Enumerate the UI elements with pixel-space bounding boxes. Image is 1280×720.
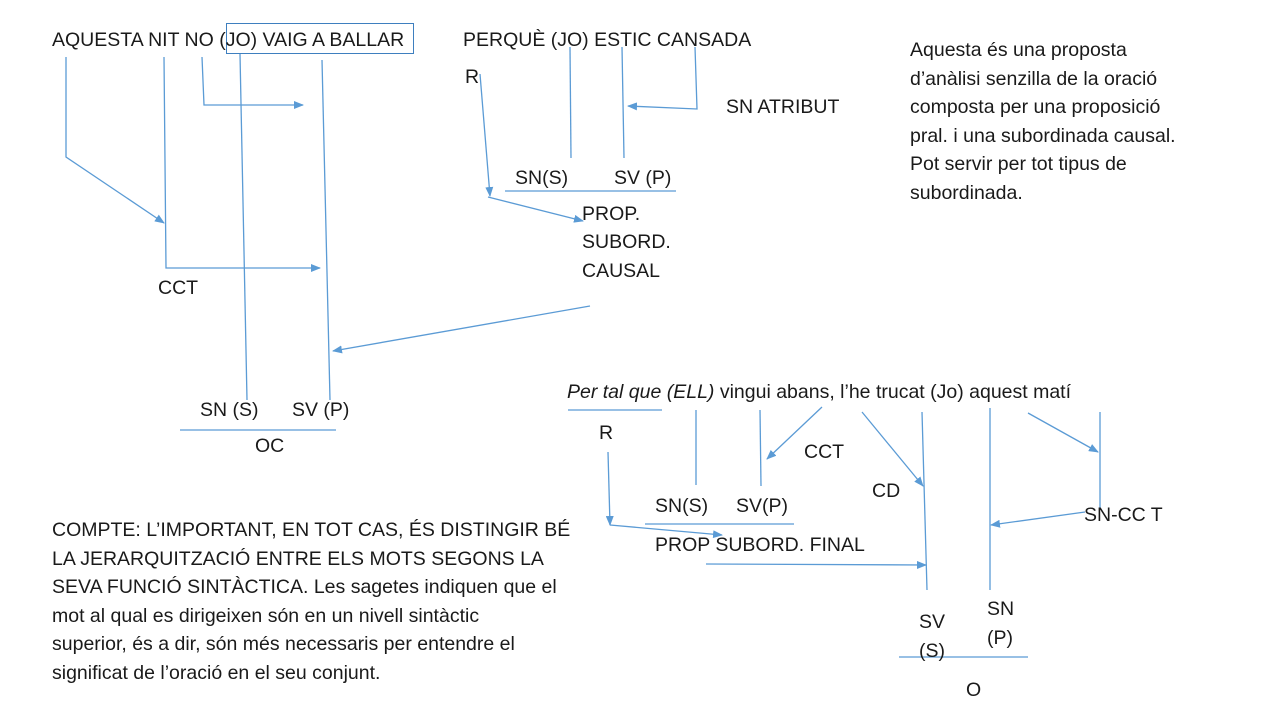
sn-cc-t-label: SN-CC T xyxy=(1084,504,1163,526)
relative-marker-2: R xyxy=(599,422,614,444)
lhe-arrow xyxy=(861,411,924,487)
r-to-prop-arrow xyxy=(487,196,584,223)
cct-label-2: CCT xyxy=(804,441,845,463)
description-line: pral. i una subordinada causal. xyxy=(910,124,1176,147)
vingui-line xyxy=(759,409,762,487)
subord-to-main-arrow xyxy=(332,305,591,354)
trucat-line xyxy=(921,411,928,591)
sentence2: Per tal que (ELL) vingui abans, l’he tru… xyxy=(567,381,1072,403)
prop-subord-line3: CAUSAL xyxy=(582,260,661,282)
prop-subord-line1: PROP. xyxy=(582,203,641,225)
main2-sv-sub: (S) xyxy=(919,640,945,662)
sentence2-rest: vingui abans, l’he trucat (Jo) aquest ma… xyxy=(714,381,1072,403)
sub2-sv-label: SV(P) xyxy=(736,495,789,517)
r2-arrow xyxy=(605,451,614,526)
sn-atribut-label: SN ATRIBUT xyxy=(726,96,840,118)
relative-marker: R xyxy=(465,66,480,88)
main-sn-label: SN (S) xyxy=(200,399,259,421)
nit-arrow xyxy=(163,56,321,272)
prop-subord-line2: SUBORD. xyxy=(582,231,671,253)
final-to-main-arrow xyxy=(705,560,927,569)
cansada-arrow xyxy=(627,46,698,111)
sentence2-italic: Per tal que (ELL) xyxy=(567,381,715,403)
sentence1-main-clause: AQUESTA NIT NO (JO) VAIG A BALLAR xyxy=(52,29,405,51)
aquest-arrow xyxy=(1027,412,1099,453)
jo-line xyxy=(239,53,248,401)
description-line: subordinada. xyxy=(910,181,1023,204)
prop-subord-final-label: PROP SUBORD. FINAL xyxy=(655,534,865,556)
cct-label: CCT xyxy=(158,277,199,299)
main2-sn-label: SN xyxy=(987,598,1015,620)
no-arrow xyxy=(201,56,304,109)
estic-line xyxy=(621,46,625,159)
compte-line: LA JERARQUITZACIÓ ENTRE ELS MOTS SEGONS … xyxy=(52,547,544,570)
compte-line: significat de l’oració en el seu conjunt… xyxy=(52,661,381,684)
compte-line: mot al qual es dirigeixen són en un nive… xyxy=(52,604,480,627)
vaig-line xyxy=(321,59,331,401)
sub2-sn-label: SN(S) xyxy=(655,495,709,517)
sentence1-subordinate: PERQUÈ (JO) ESTIC CANSADA xyxy=(463,29,752,51)
description-line: composta per una proposició xyxy=(910,96,1161,118)
description-paragraph: Aquesta és una proposta d’anàlisi senzil… xyxy=(910,36,1176,207)
r-arrow xyxy=(479,73,494,197)
o-label: O xyxy=(966,679,982,701)
r2-to-prop-arrow xyxy=(609,524,723,539)
main2-sv-label: SV xyxy=(919,611,946,633)
sncct-arrow xyxy=(990,511,1086,528)
verb-phrase-box xyxy=(226,23,414,54)
jo2-line xyxy=(569,46,572,159)
compte-line: superior, és a dir, són més necessaris p… xyxy=(52,633,515,655)
aquesta-arrow xyxy=(65,57,165,224)
main2-sn-sub: (P) xyxy=(987,627,1013,649)
description-line: Aquesta és una proposta xyxy=(910,39,1127,61)
compte-line: COMPTE: L’IMPORTANT, EN TOT CAS, ÉS DIST… xyxy=(52,519,571,541)
abans-arrow xyxy=(766,406,823,460)
description-line: Pot servir per tot tipus de xyxy=(910,153,1127,175)
sub-sn-label: SN(S) xyxy=(515,167,569,189)
main-sv-label: SV (P) xyxy=(292,399,350,421)
oc-label: OC xyxy=(255,435,285,457)
cd-label: CD xyxy=(872,480,901,502)
compte-paragraph: COMPTE: L’IMPORTANT, EN TOT CAS, ÉS DIST… xyxy=(52,516,570,687)
description-line: d’anàlisi senzilla de la oració xyxy=(910,67,1158,90)
compte-line: SEVA FUNCIÓ SINTÀCTICA. Les sagetes indi… xyxy=(52,576,557,598)
sub-sv-label: SV (P) xyxy=(614,167,672,189)
